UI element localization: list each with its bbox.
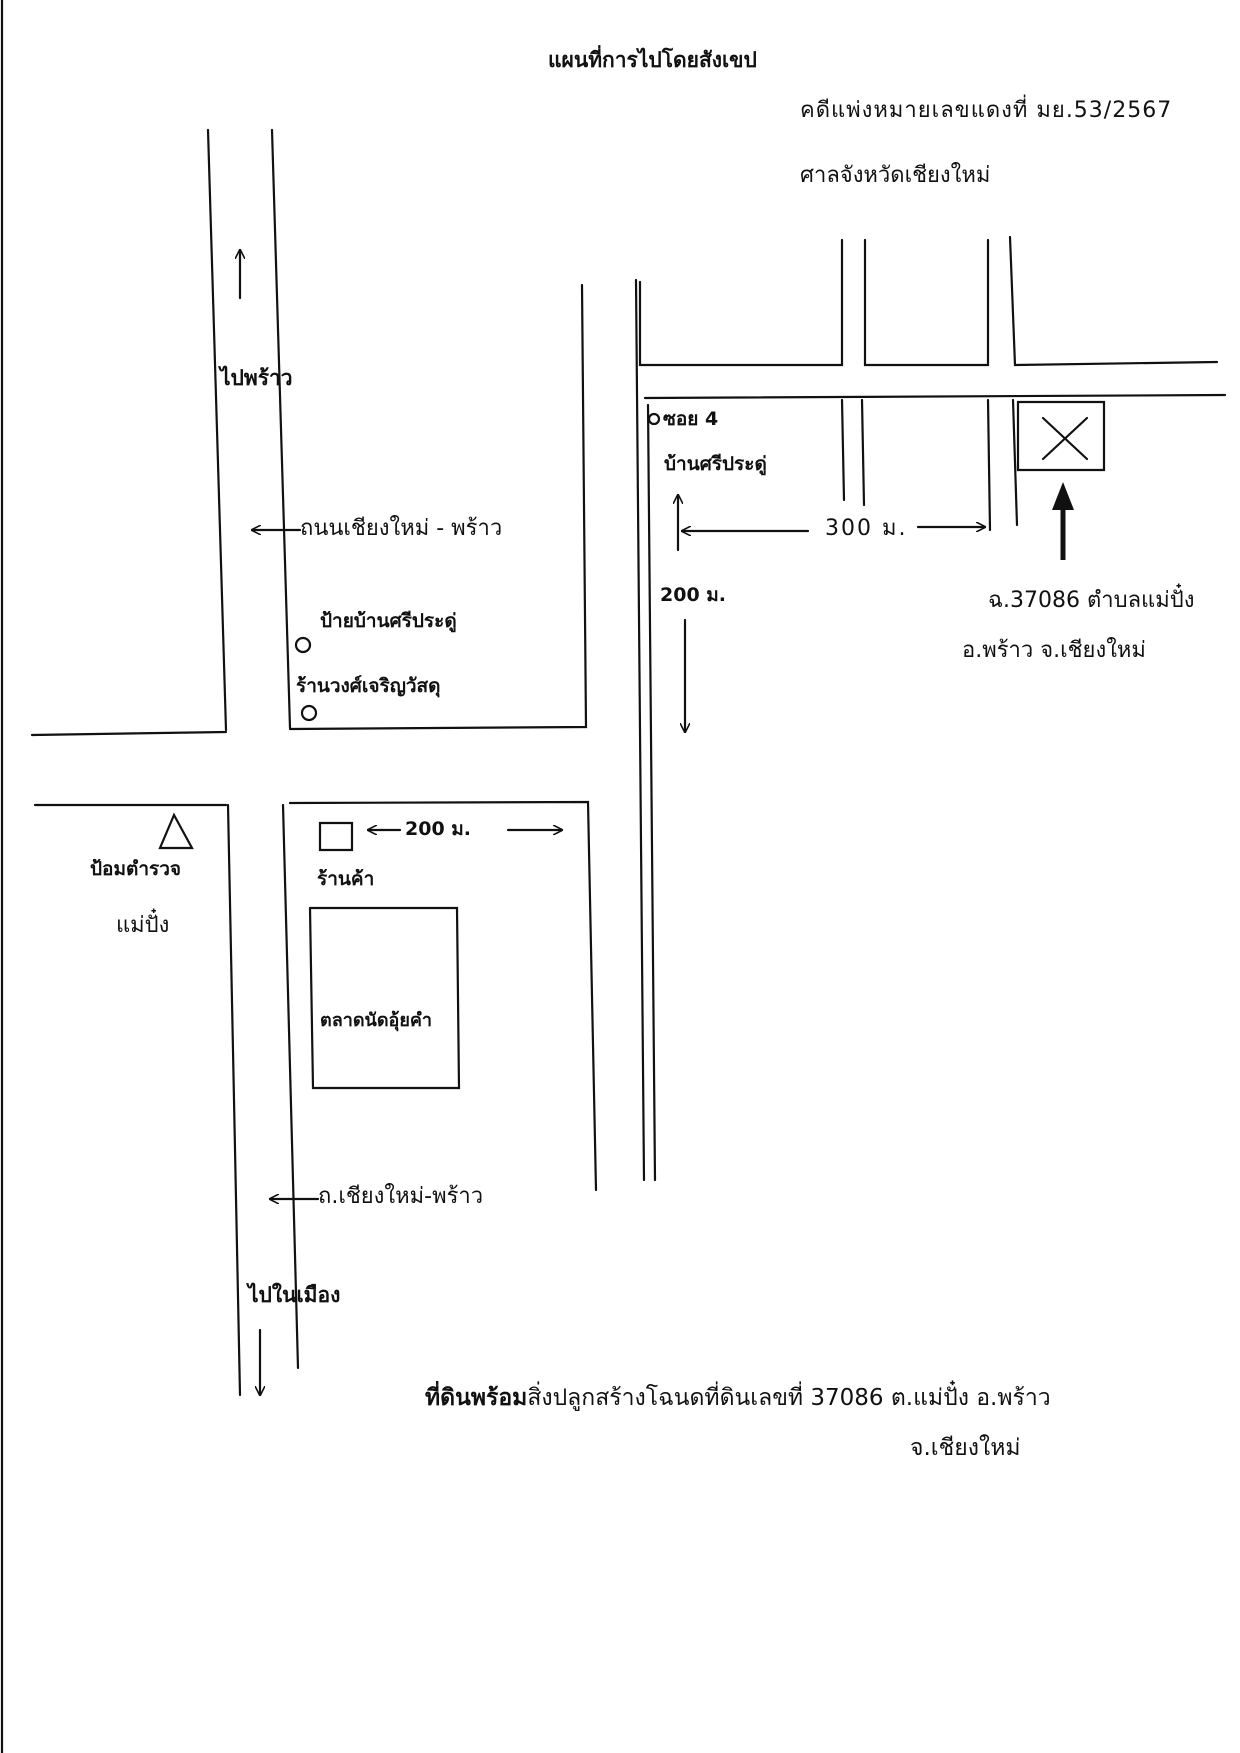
map-title: แผนที่การไปโดยสังเขป xyxy=(548,48,757,72)
footer-line2: จ.เชียงใหม่ xyxy=(910,1435,1021,1461)
label-road-lower: ถ.เชียงใหม่-พร้าว xyxy=(318,1184,484,1209)
footer-line1-rest: สิ่งปลูกสร้างโฉนดที่ดินเลขที่ 37086 ต.แม… xyxy=(527,1385,1051,1411)
label-distance-300: 300 ม. xyxy=(825,516,908,541)
police-triangle xyxy=(160,815,192,848)
landmark-circle-shop xyxy=(302,706,316,720)
label-road-upper: ถนนเชียงใหม่ - พร้าว xyxy=(300,516,503,541)
lane-stub-2 xyxy=(988,400,990,530)
main-road-lower-left-edge xyxy=(228,805,240,1395)
block-lower-right-outline xyxy=(290,802,596,1190)
target-parcel-box xyxy=(1018,402,1104,470)
footer-line1-bold: ที่ดินพร้อม xyxy=(425,1385,528,1411)
main-road-upper-left-edge xyxy=(208,130,226,730)
label-sign-ban-si-pra-ku: ป้ายบ้านศรีประดู่ xyxy=(320,610,457,632)
label-to-city: ไปในเมือง xyxy=(248,1283,341,1307)
shop-square xyxy=(320,823,352,850)
market-outline xyxy=(310,908,459,1088)
label-deed-line2: อ.พร้าว จ.เชียงใหม่ xyxy=(962,638,1146,663)
landmark-circle-soi xyxy=(649,414,659,424)
target-parcel-cross-b xyxy=(1043,418,1087,459)
soi-4-lower-edge xyxy=(645,395,1225,398)
court-name: ศาลจังหวัดเชียงใหม่ xyxy=(800,163,991,188)
label-distance-200-horizontal: 200 ม. xyxy=(405,818,472,840)
main-road-lower-right-edge xyxy=(283,805,298,1368)
landmark-circle-sign xyxy=(296,638,310,652)
label-distance-200-vertical: 200 ม. xyxy=(660,584,727,606)
label-soi: ซอย 4 xyxy=(663,408,719,430)
label-police-box-place: แม่ปั๋ง xyxy=(116,913,170,938)
block-upper-right-outline xyxy=(290,285,586,729)
main-road-upper-right-edge xyxy=(272,130,290,728)
soi-left-edge xyxy=(636,280,644,1180)
label-market: ตลาดนัดอุ้ยคำ xyxy=(320,1010,433,1031)
case-number: คดีแพ่งหมายเลขแดงที่ มย.53/2567 xyxy=(800,98,1173,123)
soi-4-upper-edge-east xyxy=(1010,237,1217,365)
footer-line1: ที่ดินพร้อมสิ่งปลูกสร้างโฉนดที่ดินเลขที่… xyxy=(425,1387,1051,1410)
target-pointer-head xyxy=(1052,482,1074,510)
label-to-phrao: ไปพร้าว xyxy=(220,366,293,390)
label-deed-line1: ฉ.37086 ตำบลแม่ปั๋ง xyxy=(988,588,1195,613)
soi-right-edge xyxy=(648,405,655,1180)
label-shop-wong-charoen: ร้านวงศ์เจริญวัสดุ xyxy=(296,675,441,697)
label-police-box: ป้อมตำรวจ xyxy=(90,858,182,880)
label-ban-si-pra-ku: บ้านศรีประดู่ xyxy=(664,453,767,475)
lane-stub-1b xyxy=(862,400,864,505)
lane-stub-1a xyxy=(842,400,844,500)
cross-road-upper-edge xyxy=(32,732,226,735)
label-shop: ร้านค้า xyxy=(317,868,375,890)
soi-4-upper-edge-middle xyxy=(865,240,988,365)
lane-stub-3 xyxy=(1013,400,1017,525)
soi-4-upper-edge-west xyxy=(640,240,842,365)
